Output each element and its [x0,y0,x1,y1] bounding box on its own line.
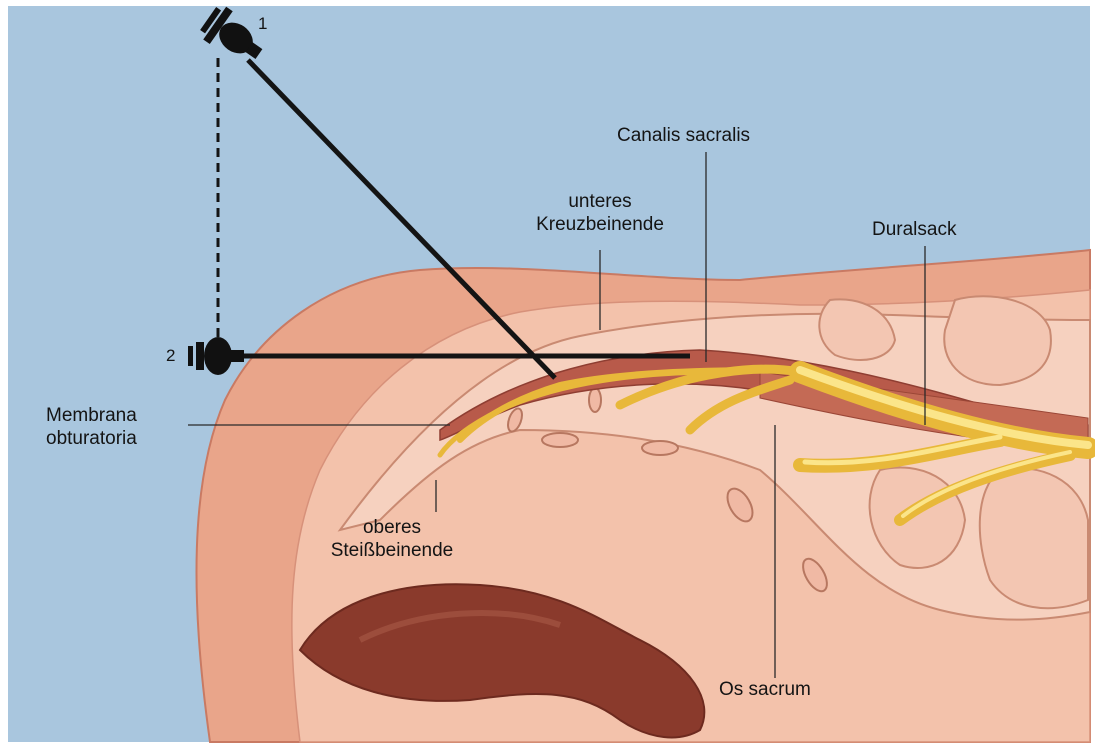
label-canalis-sacralis: Canalis sacralis [617,124,750,147]
label-duralsack: Duralsack [872,218,956,241]
label-membrana-obturatoria: Membrana obturatoria [46,404,137,450]
label-unteres-line1: unteres [515,190,685,213]
label-unteres-line2: Kreuzbeinende [515,213,685,236]
label-membrana-line2: obturatoria [46,427,137,450]
vertebra-outline [944,296,1051,385]
label-unteres-kreuzbeinende: unteres Kreuzbeinende [515,190,685,236]
needle-1-label: 1 [258,12,267,35]
label-oberes-steissbeinende: oberes Steißbeinende [312,516,472,562]
label-oberes-line1: oberes [312,516,472,539]
label-os-sacrum: Os sacrum [719,678,811,701]
label-oberes-line2: Steißbeinende [312,539,472,562]
needle-2-label: 2 [166,344,175,367]
vertebra-outline [980,468,1088,608]
label-membrana-line1: Membrana [46,404,137,427]
